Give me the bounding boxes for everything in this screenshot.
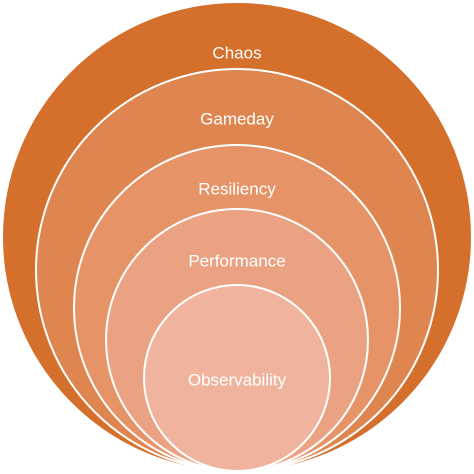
circle-observability [143,284,331,472]
label-observability: Observability [188,370,287,389]
label-performance: Performance [188,251,285,270]
label-chaos: Chaos [212,43,261,62]
label-resiliency: Resiliency [198,179,276,198]
label-gameday: Gameday [200,109,274,128]
